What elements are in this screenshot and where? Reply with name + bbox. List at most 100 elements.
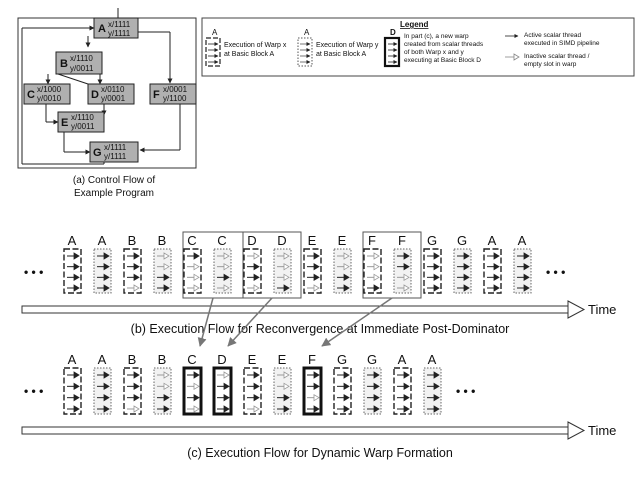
inactive-thread-arrow-icon (157, 371, 170, 379)
flow-c-warp-B-y: B (153, 352, 172, 415)
svg-text:E: E (61, 117, 68, 129)
flow-b-warp-B-y: B (153, 233, 172, 294)
active-thread-arrow-icon (337, 393, 350, 402)
legend-inactive-text1: Inactive scalar thread / (524, 53, 590, 60)
warp-label: B (158, 352, 167, 367)
svg-text:C: C (27, 89, 35, 101)
flow-b-warp-A-x: A (63, 233, 82, 294)
legend-dyn-text3: of both Warp x and y (404, 49, 464, 56)
flow-b-warp-G-y: G (453, 233, 472, 294)
inactive-thread-arrow-icon (187, 273, 200, 282)
warp-label: A (98, 352, 107, 367)
active-thread-arrow-icon (367, 382, 380, 391)
inactive-thread-arrow-icon (277, 273, 290, 282)
active-thread-arrow-icon (187, 371, 200, 379)
active-thread-arrow-icon (427, 252, 440, 260)
active-thread-arrow-icon (367, 393, 380, 402)
active-thread-arrow-icon (307, 252, 320, 260)
flow-c-warp-E-x: E (243, 352, 262, 415)
active-thread-arrow-icon (337, 284, 350, 292)
warp-label: A (518, 233, 527, 248)
active-thread-arrow-icon (97, 252, 110, 260)
flow-c-warp-C-dyn: C (182, 352, 203, 416)
svg-text:A: A (98, 23, 106, 35)
active-thread-arrow-icon (157, 393, 170, 402)
active-thread-arrow-icon (367, 405, 380, 413)
active-thread-arrow-icon (277, 393, 290, 402)
active-thread-arrow-icon (127, 393, 140, 402)
inactive-thread-arrow-icon (367, 273, 380, 282)
warp-label: E (278, 352, 287, 367)
svg-text:D: D (91, 89, 99, 101)
inactive-thread-arrow-icon (247, 284, 260, 292)
warp-label: A (428, 352, 437, 367)
inactive-thread-arrow-icon (157, 382, 170, 391)
active-thread-arrow-icon (67, 273, 80, 282)
active-thread-arrow-icon (367, 371, 380, 379)
active-thread-arrow-icon (97, 382, 110, 391)
inactive-thread-arrow-icon (337, 262, 350, 271)
inactive-thread-arrow-icon (367, 252, 380, 260)
svg-text:x/1110: x/1110 (71, 113, 94, 122)
svg-text:x/0110: x/0110 (101, 85, 125, 94)
legend-inactive-text2: empty slot in warp (524, 61, 577, 68)
flow-c-ellipsis-right: • • • (456, 384, 475, 398)
warp-label: C (187, 233, 196, 248)
warp-box (302, 366, 323, 416)
warp-box (273, 248, 292, 294)
flow-b-caption: (b) Execution Flow for Reconvergence at … (131, 322, 510, 336)
legend-warp-y-label: A (304, 28, 310, 37)
flow-c-ellipsis-left: • • • (24, 384, 43, 398)
active-thread-arrow-icon (427, 371, 440, 379)
active-thread-arrow-icon (427, 393, 440, 402)
flow-c-warp-G-x: G (333, 352, 352, 415)
active-thread-arrow-icon (217, 405, 230, 413)
svg-text:y/1111: y/1111 (108, 29, 131, 38)
warp-label: A (488, 233, 497, 248)
active-thread-arrow-icon (97, 284, 110, 292)
warp-box (183, 248, 202, 294)
warp-label: A (68, 352, 77, 367)
warp-box (213, 248, 232, 294)
flow-b-warp-E-x: E (303, 233, 322, 294)
inactive-thread-arrow-icon (247, 252, 260, 260)
active-thread-arrow-icon (127, 262, 140, 271)
warp-box (93, 248, 112, 294)
flow-b-warp-C-y: C (213, 233, 232, 294)
inactive-thread-arrow-icon (217, 284, 230, 292)
active-thread-arrow-icon (67, 252, 80, 260)
active-thread-arrow-icon (127, 252, 140, 260)
active-thread-arrow-icon (427, 284, 440, 292)
warp-box (363, 248, 382, 294)
active-thread-arrow-icon (337, 405, 350, 413)
active-thread-arrow-icon (67, 371, 80, 379)
flow-b-warp-E-y: E (333, 233, 352, 294)
active-thread-arrow-icon (427, 405, 440, 413)
legend-dyn-text4: executing at Basic Block D (404, 57, 481, 64)
active-thread-arrow-icon (217, 273, 230, 282)
legend: Legend A Execution of Warp x at Basic Bl… (201, 17, 635, 77)
svg-text:x/0001: x/0001 (163, 85, 188, 94)
warp-box (182, 366, 203, 416)
warp-box (333, 367, 352, 415)
flow-b-ellipsis-right: • • • (546, 265, 565, 279)
active-thread-arrow-icon (367, 284, 380, 292)
inactive-thread-arrow-icon (157, 252, 170, 260)
inactive-thread-arrow-icon (127, 284, 140, 292)
flow-b-ellipsis-left: • • • (24, 265, 43, 279)
svg-text:G: G (93, 147, 102, 159)
active-thread-arrow-icon (97, 393, 110, 402)
inactive-thread-arrow-icon (307, 393, 320, 402)
warp-label: F (368, 233, 376, 248)
inactive-thread-arrow-icon (397, 273, 410, 282)
active-thread-arrow-icon (247, 371, 260, 379)
active-thread-arrow-icon (517, 273, 530, 282)
warp-label: E (338, 233, 347, 248)
flow-b-warp-D-y: D (273, 233, 292, 294)
active-thread-arrow-icon (337, 382, 350, 391)
inactive-thread-arrow-icon (127, 405, 140, 413)
legend-dyn-label: D (390, 28, 396, 37)
svg-text:F: F (153, 89, 160, 101)
active-thread-arrow-icon (187, 252, 200, 260)
